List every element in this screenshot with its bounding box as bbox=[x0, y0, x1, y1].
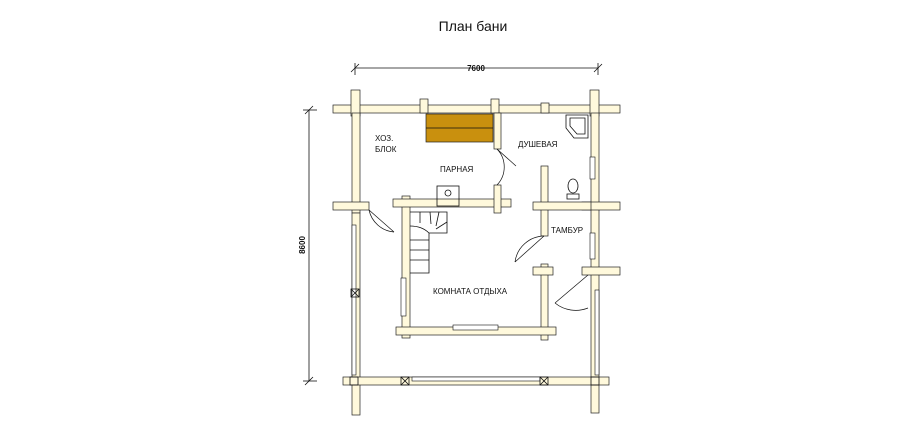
room-label-steam: ПАРНАЯ bbox=[440, 165, 474, 174]
left-wall bbox=[351, 112, 361, 214]
rest-left-wall bbox=[401, 195, 411, 339]
door-steam-icon bbox=[496, 148, 517, 186]
post bbox=[540, 102, 550, 114]
shower-left-wall bbox=[540, 165, 549, 237]
post bbox=[490, 98, 500, 114]
steam-bottom-wall bbox=[392, 198, 512, 208]
railing-left bbox=[351, 224, 357, 376]
left-crosslog bbox=[332, 201, 370, 211]
railing-bottom bbox=[411, 376, 541, 382]
railing-posts bbox=[349, 288, 600, 386]
rest-right-wall bbox=[540, 263, 549, 341]
shower-tray-icon bbox=[565, 114, 589, 139]
window-rest bbox=[452, 324, 499, 331]
shower-bottom-wall bbox=[532, 201, 592, 211]
dimension-height: 8600 bbox=[298, 105, 317, 386]
room-label-vestibule: ТАМБУР bbox=[551, 226, 583, 235]
dimension-height-label: 8600 bbox=[298, 236, 307, 254]
walls bbox=[332, 89, 621, 416]
room-label-shower: ДУШЕВАЯ bbox=[518, 140, 558, 149]
post bbox=[419, 98, 429, 114]
right-wall bbox=[590, 112, 600, 414]
window-vestibule bbox=[589, 232, 596, 260]
window-stairs bbox=[400, 277, 407, 317]
door-storage-icon bbox=[368, 209, 395, 233]
rest-right-crosslog bbox=[532, 266, 554, 276]
post bbox=[589, 89, 600, 117]
toilet-icon bbox=[566, 178, 580, 200]
staircase-icon bbox=[409, 211, 448, 274]
page-title: План бани bbox=[438, 18, 508, 34]
room-label-rest: КОМНАТА ОТДЫХА bbox=[433, 287, 508, 296]
right-crosslog-lower bbox=[581, 266, 621, 276]
top-wall bbox=[332, 104, 621, 114]
room-label-storage-line1: ХОЗ. bbox=[375, 134, 393, 143]
room-label-storage-line2: БЛОК bbox=[375, 145, 397, 154]
stove-icon bbox=[436, 185, 460, 207]
dimension-width: 7600 bbox=[350, 63, 603, 75]
post bbox=[350, 89, 361, 117]
dimension-width-label: 7600 bbox=[467, 64, 485, 73]
railing-right bbox=[594, 289, 600, 376]
steam-right-wall-top bbox=[493, 112, 502, 150]
steam-right-wall-bottom bbox=[493, 184, 502, 214]
door-rest-icon bbox=[514, 235, 545, 263]
window-shower bbox=[589, 156, 596, 180]
door-vestibule-icon bbox=[554, 274, 589, 311]
